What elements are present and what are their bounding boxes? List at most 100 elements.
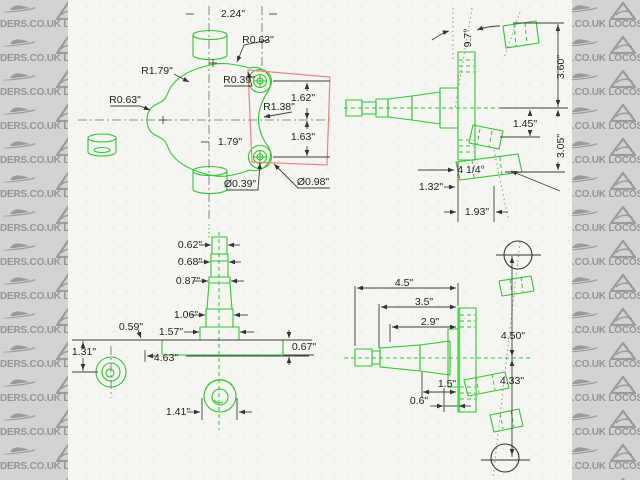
watermark-tile: DERS.CO.UK LO (0, 476, 68, 480)
car-silhouette-icon (3, 141, 35, 149)
watermark-icons (572, 204, 640, 224)
car-silhouette-icon (3, 413, 35, 421)
watermark-text: .CO.UK LOCOST (572, 223, 640, 234)
mountain-logo-icon (610, 240, 636, 258)
watermark-icons (572, 340, 640, 360)
watermark-text: .CO.UK LOCOST (572, 189, 640, 200)
mountain-logo-icon (56, 376, 68, 394)
watermark-icons (572, 68, 640, 88)
watermark-icons (572, 170, 640, 190)
side-view-upper (344, 7, 568, 222)
watermark-tile: .CO.UK LOCOST (572, 408, 640, 442)
watermark-tile: .CO.UK LOCOST (572, 238, 640, 272)
mountain-logo-icon (610, 172, 636, 190)
watermark-icons (0, 306, 68, 326)
watermark-text: DERS.CO.UK LO (0, 19, 68, 30)
mountain-logo-icon (610, 206, 636, 224)
watermark-right: .CO.UK LOCOST .CO.UK LOCOST .C (572, 0, 640, 480)
watermark-icons (0, 238, 68, 258)
car-silhouette-icon (572, 39, 597, 47)
watermark-tile: .CO.UK LOCOST (572, 204, 640, 238)
watermark-text: DERS.CO.UK LO (0, 427, 68, 438)
watermark-text: .CO.UK LOCOST (572, 19, 640, 30)
watermark-icons (572, 476, 640, 480)
watermark-text: .CO.UK LOCOST (572, 427, 640, 438)
mountain-logo-icon (56, 70, 68, 88)
car-silhouette-icon (572, 379, 597, 387)
watermark-icons (0, 374, 68, 394)
mountain-logo-icon (610, 308, 636, 326)
watermark-icons (0, 102, 68, 122)
cad-drawing-paper (68, 0, 572, 480)
watermark-tile: .CO.UK LOCOST (572, 102, 640, 136)
mountain-logo-icon (56, 410, 68, 428)
car-silhouette-icon (3, 243, 35, 251)
watermark-text: DERS.CO.UK LO (0, 189, 68, 200)
mountain-logo-icon (610, 104, 636, 122)
mountain-logo-icon (56, 172, 68, 190)
watermark-text: .CO.UK LOCOST (572, 325, 640, 336)
mountain-logo-icon (610, 2, 636, 20)
mountain-logo-icon (56, 206, 68, 224)
car-silhouette-icon (3, 5, 35, 13)
watermark-text: .CO.UK LOCOST (572, 53, 640, 64)
car-silhouette-icon (3, 73, 35, 81)
watermark-icons (0, 204, 68, 224)
car-silhouette-icon (3, 175, 35, 183)
watermark-icons (572, 102, 640, 122)
watermark-tile: .CO.UK LOCOST (572, 272, 640, 306)
watermark-text: .CO.UK LOCOST (572, 87, 640, 98)
watermark-tile: .CO.UK LOCOST (572, 34, 640, 68)
watermark-icons (0, 272, 68, 292)
mountain-logo-icon (56, 240, 68, 258)
watermark-tile: DERS.CO.UK LO (0, 238, 68, 272)
watermark-text: DERS.CO.UK LO (0, 155, 68, 166)
watermark-tile: DERS.CO.UK LO (0, 272, 68, 306)
watermark-text: DERS.CO.UK LO (0, 393, 68, 404)
watermark-text: DERS.CO.UK LO (0, 223, 68, 234)
watermark-tile: .CO.UK LOCOST (572, 442, 640, 476)
car-silhouette-icon (572, 311, 597, 319)
watermark-icons (0, 442, 68, 462)
top-view (72, 232, 314, 430)
side-view-lower (344, 240, 541, 479)
mountain-logo-icon (56, 342, 68, 360)
watermark-icons (0, 34, 68, 54)
car-silhouette-icon (572, 277, 597, 285)
watermark-icons (572, 408, 640, 428)
watermark-tile: DERS.CO.UK LO (0, 34, 68, 68)
watermark-icons (572, 34, 640, 54)
car-silhouette-icon (3, 345, 35, 353)
watermark-left: DERS.CO.UK LO DERS.CO.UK LO DE (0, 0, 68, 480)
watermark-tile: DERS.CO.UK LO (0, 374, 68, 408)
front-view (78, 6, 332, 240)
car-silhouette-icon (3, 209, 35, 217)
watermark-icons (0, 476, 68, 480)
mountain-logo-icon (610, 376, 636, 394)
watermark-icons (572, 442, 640, 462)
watermark-tile: .CO.UK LOCOST (572, 340, 640, 374)
mountain-logo-icon (56, 36, 68, 54)
watermark-text: .CO.UK LOCOST (572, 461, 640, 472)
mountain-logo-icon (56, 444, 68, 462)
watermark-tile: DERS.CO.UK LO (0, 204, 68, 238)
watermark-text: DERS.CO.UK LO (0, 87, 68, 98)
mountain-logo-icon (610, 138, 636, 156)
watermark-text: DERS.CO.UK LO (0, 121, 68, 132)
car-silhouette-icon (572, 209, 597, 217)
watermark-tile: DERS.CO.UK LO (0, 442, 68, 476)
watermark-text: .CO.UK LOCOST (572, 359, 640, 370)
watermark-text: DERS.CO.UK LO (0, 461, 68, 472)
car-silhouette-icon (572, 73, 597, 81)
car-silhouette-icon (572, 413, 597, 421)
car-silhouette-icon (572, 107, 597, 115)
car-silhouette-icon (572, 141, 597, 149)
watermark-tile: .CO.UK LOCOST (572, 306, 640, 340)
mountain-logo-icon (56, 274, 68, 292)
watermark-tile: .CO.UK LOCOST (572, 68, 640, 102)
watermark-text: .CO.UK LOCOST (572, 155, 640, 166)
watermark-text: DERS.CO.UK LO (0, 359, 68, 370)
watermark-icons (572, 0, 640, 20)
car-silhouette-icon (3, 39, 35, 47)
car-silhouette-icon (572, 175, 597, 183)
